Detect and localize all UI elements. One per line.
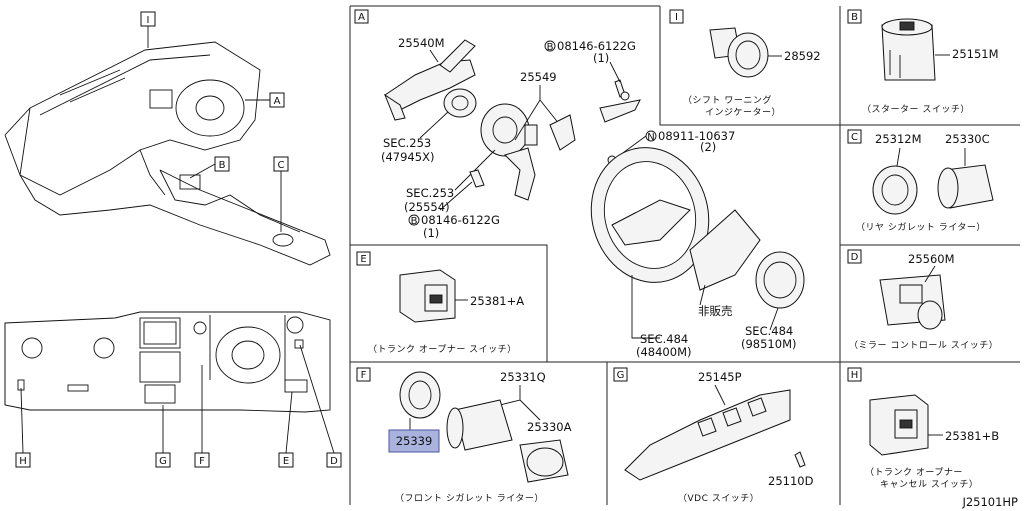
caption-d: （ミラー コントロール スイッチ） (849, 340, 998, 351)
bolt-b-top: B (547, 42, 554, 53)
part-25381a: 25381+A (470, 294, 524, 308)
view-label-b: B (219, 160, 226, 171)
caption-e: （トランク オープナー スイッチ） (368, 344, 517, 355)
section-a: A 25540M SEC.253 (47945X) SEC.253 (25554… (354, 9, 805, 359)
part-08146-top-qty: (1) (593, 51, 609, 65)
nut-n: N (647, 132, 654, 143)
caption-h-1: （トランク オープナー (865, 467, 963, 478)
part-sec484-a: SEC.484 (640, 332, 688, 346)
part-sec253-a: SEC.253 (383, 136, 431, 150)
section-c-label: C (851, 132, 858, 143)
section-f-label: F (361, 370, 367, 381)
caption-f: （フロント シガレット ライター） (395, 493, 544, 504)
diagram-code: J25101HP (961, 495, 1018, 509)
section-b: B 25151M （スターター スイッチ） (847, 9, 999, 115)
caption-g: （VDC スイッチ） (678, 493, 759, 504)
section-e-label: E (360, 254, 366, 265)
caption-b: （スターター スイッチ） (862, 104, 970, 115)
part-25540m: 25540M (398, 36, 445, 50)
part-25110d: 25110D (768, 474, 814, 488)
part-25339: 25339 (396, 434, 433, 448)
view-label-i: I (147, 15, 150, 26)
part-25560m: 25560M (908, 252, 955, 266)
view-label-f: F (199, 456, 205, 467)
part-25330a: 25330A (527, 420, 572, 434)
view-label-h: H (19, 456, 27, 467)
part-48400m: (48400M) (636, 345, 691, 359)
section-d: D 25560M （ミラー コントロール スイッチ） (847, 249, 998, 351)
note-not-sold: 非販売 (698, 304, 733, 318)
view-label-d: D (330, 456, 338, 467)
part-25331q: 25331Q (500, 370, 546, 384)
part-25381b: 25381+B (945, 429, 999, 443)
part-08146-top: 08146-6122G (557, 39, 636, 53)
part-08911-qty: (2) (700, 140, 716, 154)
section-i: I 28592 （シフト ワーニング インジケーター） (669, 9, 821, 118)
view-label-a: A (274, 96, 281, 107)
section-g-label: G (617, 370, 625, 381)
overview-panel: I A B C H G F (4, 11, 342, 468)
part-25554: (25554) (404, 200, 450, 214)
part-28592: 28592 (784, 49, 821, 63)
part-08146-bottom-qty: (1) (423, 226, 439, 240)
part-08146-bottom: 08146-6122G (421, 213, 500, 227)
section-i-label: I (675, 12, 678, 23)
part-98510m: (98510M) (741, 337, 796, 351)
bolt-b-bottom: B (411, 216, 418, 227)
view-label-g: G (159, 456, 167, 467)
part-47945x: (47945X) (381, 150, 434, 164)
section-h-label: H (851, 370, 859, 381)
part-25151m: 25151M (952, 47, 999, 61)
section-a-label: A (358, 12, 365, 23)
part-sec484-b: SEC.484 (745, 324, 793, 338)
part-sec253-b: SEC.253 (406, 186, 454, 200)
section-frames (349, 5, 1020, 505)
part-25145p: 25145P (698, 370, 742, 384)
caption-h-2: キャンセル スイッチ） (880, 479, 978, 490)
caption-i-1: （シフト ワーニング (683, 94, 772, 106)
section-e: E 25381+A （トランク オープナー スイッチ） (356, 251, 524, 355)
part-08911: 08911-10637 (658, 129, 735, 143)
caption-c: （リヤ シガレット ライター） (856, 222, 986, 233)
section-c: C 25312M 25330C （リヤ シガレット ライター） (847, 129, 994, 233)
section-g: G 25145P 25110D （VDC スイッチ） (613, 367, 814, 504)
section-h: H 25381+B （トランク オープナー キャンセル スイッチ） (847, 367, 999, 490)
section-d-label: D (851, 252, 859, 263)
section-f: F 25339 25331Q 25330A （フロント シガレット ライター） (356, 367, 572, 504)
highlight-25339 (388, 429, 440, 453)
section-b-label: B (851, 12, 858, 23)
part-25549: 25549 (520, 70, 557, 84)
view-label-e: E (283, 456, 289, 467)
part-25312m: 25312M (875, 132, 922, 146)
view-label-c: C (278, 160, 285, 171)
caption-i-2: インジケーター） (705, 107, 781, 118)
part-25330c: 25330C (945, 132, 990, 146)
